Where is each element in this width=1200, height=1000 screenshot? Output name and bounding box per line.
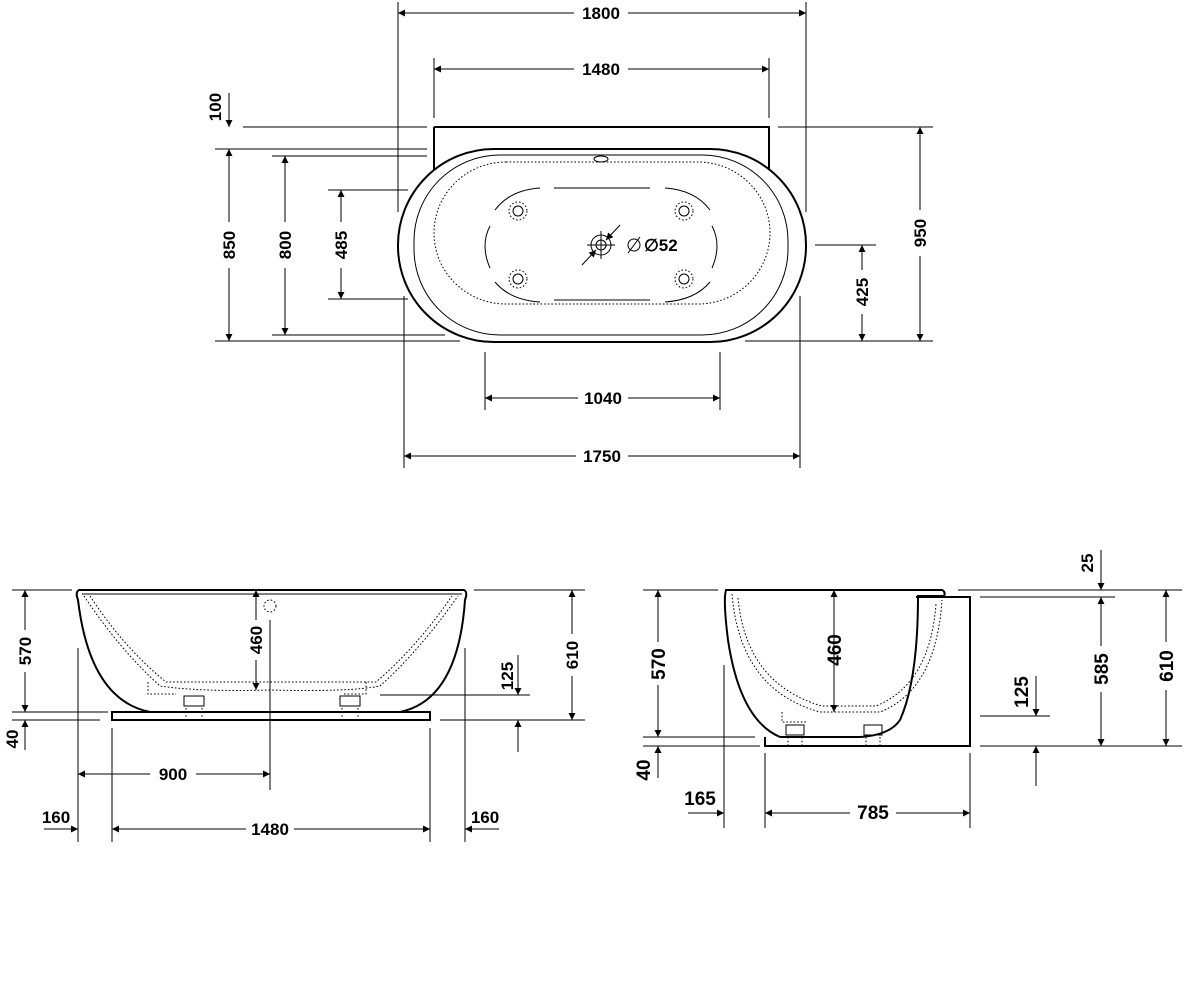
side-dim-610: 610: [1157, 590, 1178, 746]
seat-arc-right: [711, 225, 718, 269]
front-basin-outline: [83, 595, 459, 691]
overflow-outlet: [593, 155, 609, 163]
wall-panel-outline: [433, 126, 770, 170]
front-dim-125: 125: [498, 655, 522, 752]
dim-1750: 1750: [404, 447, 800, 466]
dim-1800: 1800: [398, 4, 806, 23]
side-dim-460: 460: [825, 590, 846, 712]
dim-1040: 1040: [485, 389, 720, 408]
dim-950: 950: [911, 127, 930, 341]
tub-inner-rim: [413, 154, 789, 336]
dim-800-label: 800: [276, 231, 295, 259]
side-shell-outline: [723, 589, 946, 738]
drain-icon: [581, 224, 641, 266]
dim-850-label: 850: [220, 231, 239, 259]
front-dim-460: 460: [247, 590, 266, 690]
front-view: 570 40 460 125 610 900: [3, 589, 585, 842]
whirlpool-jets: [508, 201, 694, 289]
front-dim-900-label: 900: [159, 765, 187, 784]
side-extension-lines: [643, 589, 1182, 828]
top-view: 1800 1480 100 850 800 485: [206, 2, 933, 468]
front-dim-610-label: 610: [563, 641, 582, 669]
side-back-panel: [764, 596, 971, 747]
side-dim-125-label: 125: [1012, 676, 1033, 708]
side-dim-40: 40: [634, 746, 662, 781]
side-dim-785-label: 785: [857, 803, 889, 824]
front-dim-570-label: 570: [16, 637, 35, 665]
side-dim-165-label: 165: [684, 789, 716, 810]
tub-outer-rim: [397, 148, 807, 343]
front-dim-1480: 1480: [112, 820, 430, 839]
drain-diameter-label: ∅52: [644, 236, 678, 255]
dim-950-label: 950: [911, 219, 930, 247]
side-dim-570-label: 570: [649, 648, 670, 680]
top-extension-lines: [215, 2, 933, 468]
dim-1800-label: 1800: [582, 4, 620, 23]
front-dim-570: 570: [16, 590, 35, 712]
front-dim-160-left-label: 160: [42, 808, 70, 827]
side-basin-outline: [731, 593, 943, 713]
headrest-arc-top: [494, 187, 711, 211]
seat-arc-left: [484, 225, 491, 269]
front-dim-40-label: 40: [3, 730, 22, 749]
side-dim-785: 785: [765, 803, 970, 824]
side-dim-610-label: 610: [1157, 650, 1178, 682]
front-dim-125-label: 125: [498, 662, 517, 690]
dim-485-label: 485: [332, 231, 351, 259]
side-dim-585: 585: [1092, 597, 1113, 746]
front-dim-160-left: 160: [42, 808, 78, 833]
side-dim-25-label: 25: [1078, 554, 1097, 573]
front-shell-outline: [75, 589, 468, 713]
front-feet: [147, 682, 367, 718]
front-plinth: [111, 711, 431, 721]
side-dim-125: 125: [1012, 676, 1040, 786]
dim-100-label: 100: [206, 93, 225, 121]
side-dim-40-label: 40: [634, 759, 655, 780]
dim-425-label: 425: [853, 278, 872, 306]
side-dim-25: 25: [1078, 550, 1105, 590]
dim-425: 425: [853, 245, 872, 341]
dim-800: 800: [276, 156, 295, 335]
side-dim-585-label: 585: [1092, 653, 1113, 685]
dim-850: 850: [220, 149, 239, 341]
dim-1480-top: 1480: [434, 60, 769, 79]
front-dim-900: 900: [78, 765, 270, 784]
side-feet: [781, 712, 883, 746]
dim-485: 485: [332, 190, 351, 299]
side-dim-460-label: 460: [825, 634, 846, 666]
side-view: 25 570 40 460 125 585: [634, 550, 1182, 828]
front-dim-610: 610: [563, 590, 582, 720]
front-overflow: [263, 599, 277, 613]
front-dim-460-label: 460: [247, 626, 266, 654]
dim-1480-top-label: 1480: [582, 60, 620, 79]
front-extension-lines: [12, 589, 585, 842]
dim-100: 100: [206, 93, 233, 127]
tub-basin-outline: [433, 161, 771, 305]
front-dim-160-right: 160: [465, 808, 499, 833]
dim-1040-label: 1040: [584, 389, 622, 408]
front-dim-40: 40: [3, 720, 29, 750]
headrest-arc-bottom: [494, 281, 711, 303]
side-dim-570: 570: [649, 590, 670, 737]
front-dim-1480-label: 1480: [251, 820, 289, 839]
dim-1750-label: 1750: [583, 447, 621, 466]
side-dim-165: 165: [684, 789, 724, 817]
front-dim-160-right-label: 160: [471, 808, 499, 827]
